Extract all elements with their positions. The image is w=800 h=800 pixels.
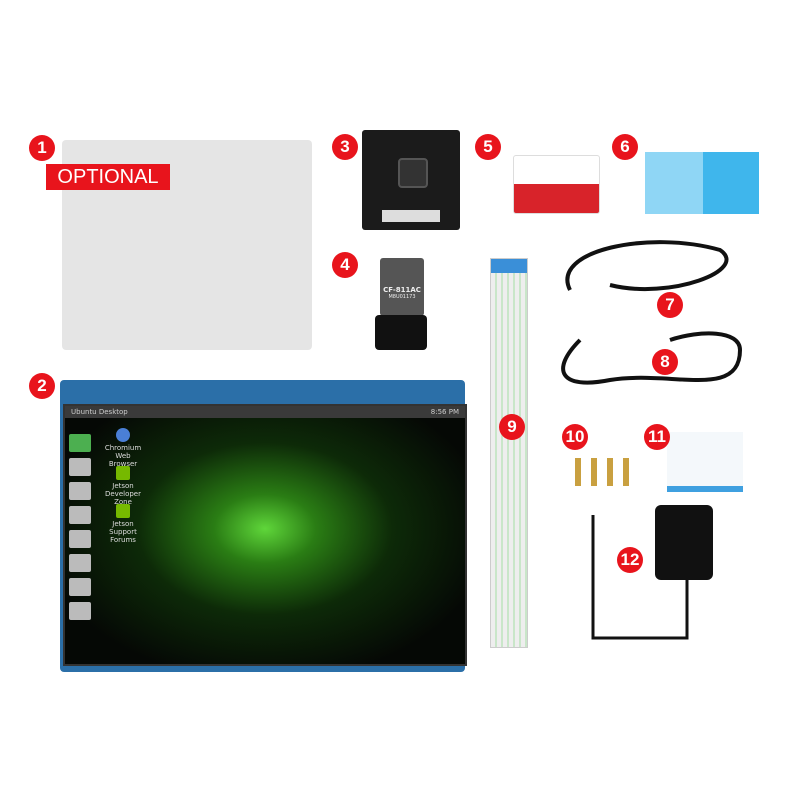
desktop-icon-developer-zone[interactable]: Jetson Developer Zone [103,466,143,506]
nvidia-wallpaper: Chromium Web Browser Jetson Developer Zo… [65,418,465,664]
card-reader-block [703,152,759,214]
display-screen: Ubuntu Desktop 8:56 PM Chromium Web Brows… [63,404,467,666]
wifi-dongle: CF-811AC M8U01173 [380,258,424,316]
badge-1: 1 [29,135,55,161]
wifi-dongle-body [375,315,427,350]
badge-5: 5 [475,134,501,160]
optional-label: OPTIONAL [46,164,170,190]
badge-7: 7 [657,292,683,318]
card-reader-block [645,152,703,214]
cables [561,240,743,385]
user-manual-card [667,432,743,492]
badge-6: 6 [612,134,638,160]
badge-12: 12 [617,547,643,573]
badge-9: 9 [499,414,525,440]
dongle-serial: M8U01173 [388,294,416,300]
badge-10: 10 [562,424,588,450]
badge-3: 3 [332,134,358,160]
microsd-card [513,155,600,214]
desktop-icon-chromium[interactable]: Chromium Web Browser [103,428,143,468]
badge-11: 11 [644,424,670,450]
screws-standoffs [575,458,635,486]
power-adapter [655,505,713,580]
dongle-model: CF-811AC [383,286,421,294]
power-cable [591,515,689,640]
ribbon-cable [490,258,528,648]
launcher [69,434,91,620]
clock: 8:56 PM [430,408,459,416]
desktop-icon-support-forums[interactable]: Jetson Support Forums [103,504,143,544]
badge-2: 2 [29,373,55,399]
camera-module [362,130,460,230]
badge-8: 8 [652,349,678,375]
window-title: Ubuntu Desktop [71,408,128,416]
badge-4: 4 [332,252,358,278]
